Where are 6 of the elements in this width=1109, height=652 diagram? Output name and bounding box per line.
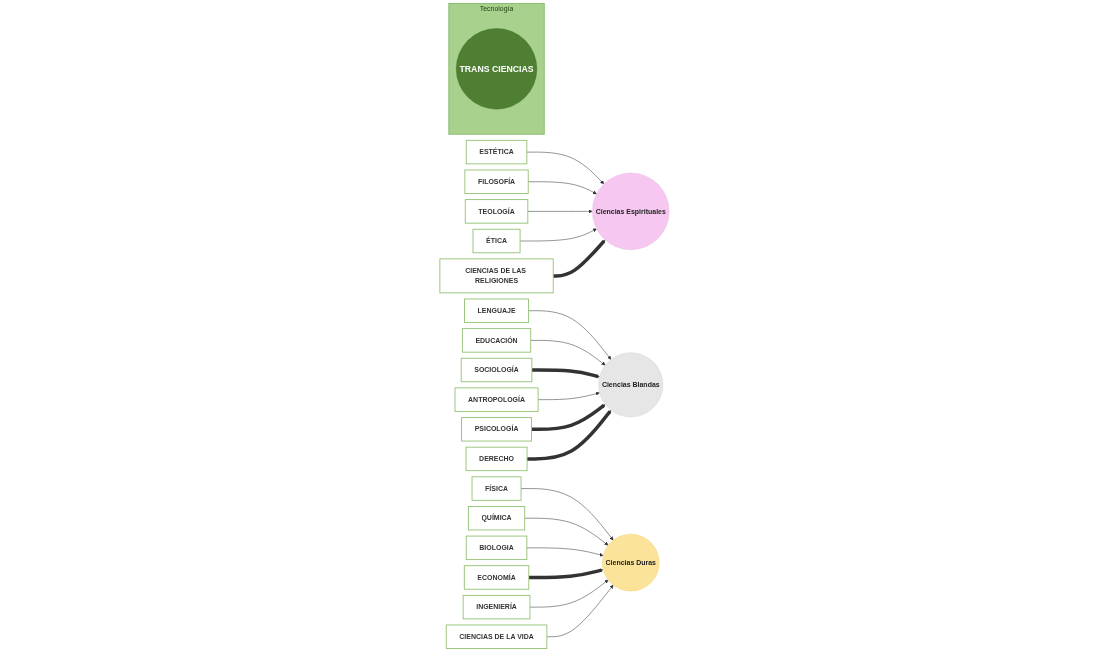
arrow [553,239,606,278]
arrow [531,404,606,432]
arrow [528,568,604,580]
arrow [527,410,612,461]
node-circle: TRANS CIENCIAS [456,28,538,110]
arrow [531,368,600,379]
